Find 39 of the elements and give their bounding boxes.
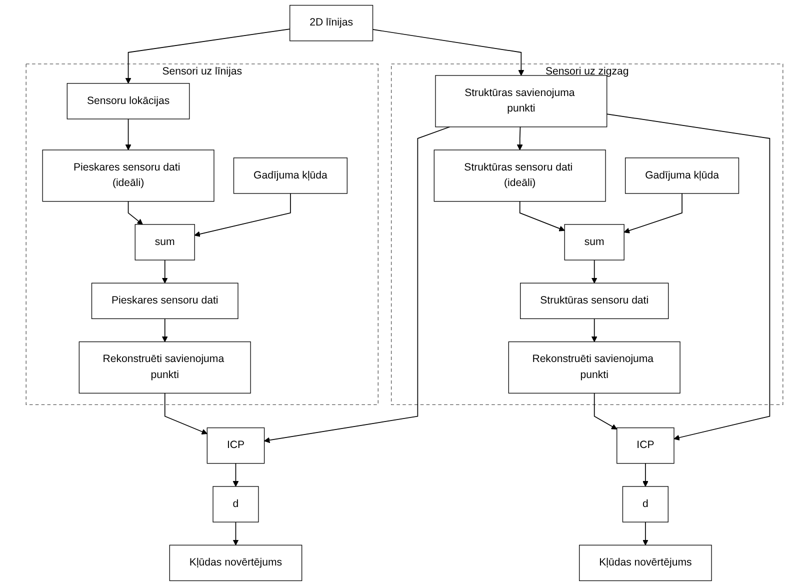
node-box: Struktūras sensoru dati — [520, 282, 669, 320]
node-box: Pieskares sensoru dati — [91, 282, 238, 320]
arrow — [194, 193, 291, 237]
arrow — [624, 193, 682, 234]
node-box: Sensoru lokācijas — [66, 83, 190, 120]
node-box: ICP — [616, 427, 674, 464]
arrow — [232, 522, 239, 546]
arrow — [591, 260, 598, 284]
arrow — [519, 200, 565, 232]
node-box: 2D līnijas — [290, 4, 374, 42]
arrow — [372, 29, 524, 76]
arrow — [162, 260, 168, 284]
arrow — [591, 318, 598, 342]
node-box: d — [212, 486, 259, 522]
node-box: sum — [564, 224, 624, 260]
node-box: Gadījuma kļūda — [233, 158, 348, 194]
node-box: Kļūdas novērtējums — [579, 544, 712, 582]
arrow — [606, 114, 770, 440]
arrow — [125, 118, 132, 150]
node-box: Gadījuma kļūda — [625, 158, 740, 194]
node-box: ICP — [206, 427, 265, 464]
arrow — [594, 392, 618, 430]
arrow — [516, 126, 523, 150]
arrow — [642, 462, 648, 487]
node-box: Struktūras sensoru dati (ideāli) — [434, 150, 606, 202]
arrow — [164, 392, 208, 434]
node-box: Kļūdas novērtējums — [169, 544, 302, 582]
arrow — [125, 28, 290, 84]
arrow — [642, 522, 648, 546]
node-box: Rekonstruēti savienojuma punkti — [78, 341, 251, 394]
arrow — [232, 462, 239, 487]
arrow — [162, 318, 168, 342]
arrow — [264, 126, 450, 444]
node-box: d — [622, 486, 668, 522]
node-box: Struktūras savienojuma punkti — [435, 75, 608, 128]
node-box: Rekonstruēti savienojuma punkti — [508, 341, 680, 394]
arrow — [128, 200, 143, 225]
node-box: sum — [134, 224, 195, 260]
node-box: Pieskares sensoru dati (ideāli) — [42, 150, 214, 202]
